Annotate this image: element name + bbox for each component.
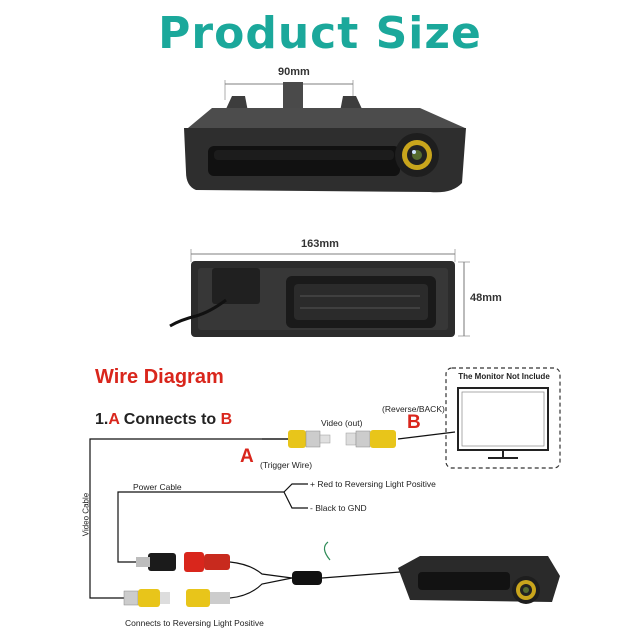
label-b: B	[407, 412, 421, 433]
camera-handle-back-view	[169, 249, 470, 337]
width-label: 90mm	[278, 66, 310, 78]
power-plug-red	[184, 552, 230, 572]
power-plug-black	[136, 553, 176, 571]
connects-a: A	[108, 411, 120, 428]
red-positive-label: + Red to Reversing Light Positive	[310, 479, 436, 489]
height-label: 48mm	[470, 292, 502, 304]
camera-module-back	[212, 268, 260, 304]
video-out-label: Video (out)	[321, 418, 363, 428]
camera-handle-small	[398, 556, 560, 604]
page-title: Product Size	[158, 8, 482, 59]
inline-connector	[292, 571, 322, 585]
video-cable-label: Video Cable	[81, 492, 91, 537]
black-gnd-label: - Black to GND	[310, 503, 367, 513]
trigger-wire-label: (Trigger Wire)	[260, 460, 313, 470]
power-cable-label: Power Cable	[133, 482, 182, 492]
rca-connector-bottom-right	[186, 589, 230, 607]
connects-mid: Connects to	[119, 411, 221, 428]
label-a: A	[240, 446, 254, 467]
monitor-graphic	[445, 367, 561, 469]
rca-connector-a	[288, 430, 331, 448]
connects-heading: 1.A Connects to B	[95, 411, 232, 429]
connects-prefix: 1.	[95, 411, 109, 428]
rca-connector-bottom-left	[123, 589, 170, 607]
camera-handle-top-view	[184, 80, 466, 193]
length-label: 163mm	[301, 238, 339, 250]
wire-diagram-graphics	[89, 431, 456, 599]
connects-b: B	[220, 411, 233, 428]
reverse-back-label: (Reverse/BACK)	[382, 404, 445, 414]
rca-connector-b	[345, 430, 396, 448]
wire-diagram-title: Wire Diagram	[95, 366, 224, 388]
monitor-not-include-label: The Monitor Not Include	[458, 372, 550, 381]
connects-reversing-label: Connects to Reversing Light Positive	[125, 618, 264, 628]
